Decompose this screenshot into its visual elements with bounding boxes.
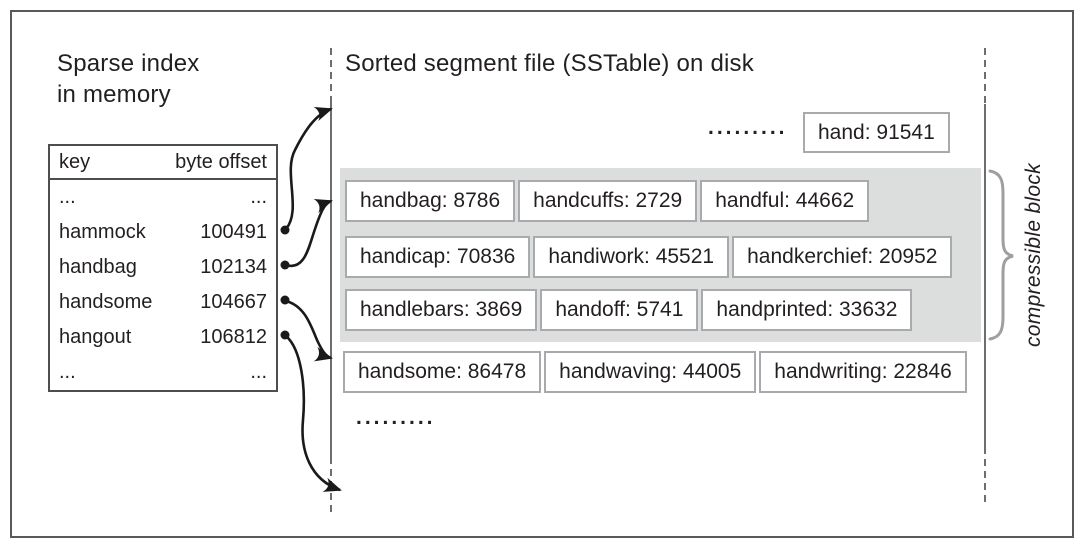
index-offset: ... — [250, 361, 267, 383]
record-box: handcuffs: 2729 — [518, 180, 698, 222]
block-row-1: handbag: 8786 handcuffs: 2729 handful: 4… — [345, 180, 870, 222]
record-box: handiwork: 45521 — [533, 236, 730, 278]
index-offset: ... — [250, 186, 267, 208]
record-box-hand: hand: 91541 — [803, 112, 950, 153]
segment-ellipsis-bottom: ......... — [356, 406, 436, 429]
index-key: handsome — [59, 291, 153, 313]
index-header-offset: byte offset — [175, 150, 267, 173]
sparse-index-title-line2: in memory — [57, 81, 171, 108]
index-header-key: key — [59, 150, 91, 173]
index-row-ellipsis-top: ... ... — [50, 180, 276, 215]
record-box: handoff: 5741 — [540, 289, 699, 331]
index-offset: 102134 — [200, 256, 267, 278]
index-row-handbag: handbag 102134 — [50, 250, 276, 285]
record-box: handlebars: 3869 — [345, 289, 538, 331]
sparse-index-title-line1: Sparse index — [57, 50, 200, 77]
index-offset: 100491 — [200, 221, 267, 243]
index-key: hammock — [59, 221, 146, 243]
record-box: handprinted: 33632 — [701, 289, 913, 331]
record-box: handwriting: 22846 — [759, 351, 967, 393]
record-box: handicap: 70836 — [345, 236, 531, 278]
figure-border — [10, 10, 1074, 538]
index-key: handbag — [59, 256, 137, 278]
index-key: ... — [59, 186, 76, 208]
sparse-index-title: Sparse index in memory — [57, 48, 200, 110]
record-box: handkerchief: 20952 — [732, 236, 953, 278]
index-row-handsome: handsome 104667 — [50, 285, 276, 320]
record-box: handwaving: 44005 — [544, 351, 757, 393]
index-row-hangout: hangout 106812 — [50, 320, 276, 355]
record-box: handsome: 86478 — [343, 351, 542, 393]
compressible-block-label: compressible block — [1022, 163, 1046, 347]
index-row-hammock: hammock 100491 — [50, 215, 276, 250]
sstable-title: Sorted segment file (SSTable) on disk — [345, 50, 754, 77]
index-offset: 104667 — [200, 291, 267, 313]
index-key: hangout — [59, 326, 132, 348]
index-table-header: key byte offset — [50, 146, 276, 180]
segment-row-handsome: handsome: 86478 handwaving: 44005 handwr… — [343, 351, 967, 393]
segment-ellipsis-top: ......... — [708, 116, 788, 139]
sparse-index-table: key byte offset ... ... hammock 100491 h… — [48, 144, 278, 392]
block-row-2: handicap: 70836 handiwork: 45521 handker… — [345, 236, 953, 278]
segment-record-row-hand: hand: 91541 — [803, 112, 950, 153]
index-row-ellipsis-bottom: ... ... — [50, 355, 276, 390]
block-row-3: handlebars: 3869 handoff: 5741 handprint… — [345, 289, 913, 331]
index-offset: 106812 — [200, 326, 267, 348]
record-box: handbag: 8786 — [345, 180, 516, 222]
record-box: handful: 44662 — [700, 180, 870, 222]
index-key: ... — [59, 361, 76, 383]
